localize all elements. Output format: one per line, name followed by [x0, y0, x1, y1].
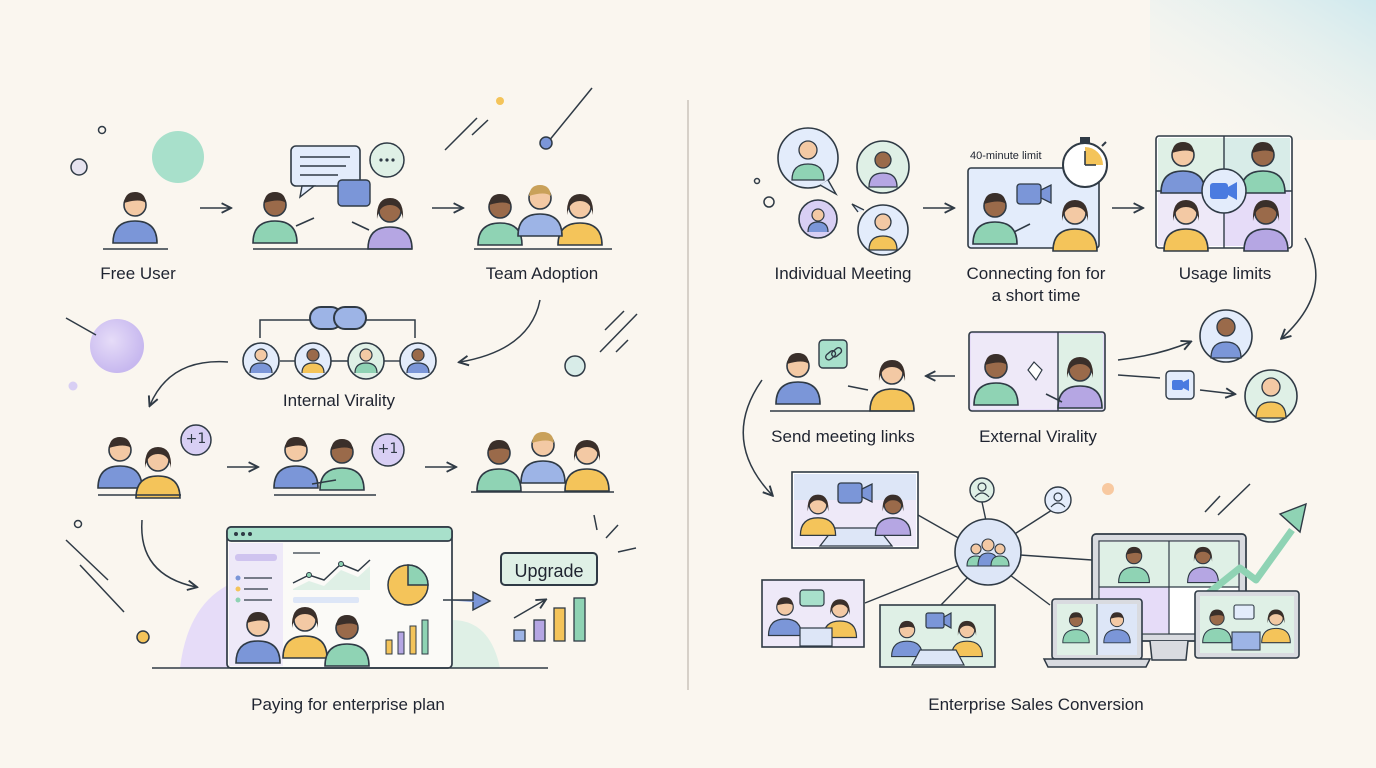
arrow-invites-to-paying	[141, 519, 196, 587]
label-team-adoption: Team Adoption	[485, 264, 599, 283]
arrow-to-upgrade	[443, 590, 492, 612]
free-user-figure	[103, 191, 168, 250]
laptop-figure	[1042, 598, 1152, 668]
label-send-meeting-links: Send meeting links	[771, 427, 915, 446]
enterprise-network-figure	[864, 501, 1093, 607]
network-node-1	[969, 477, 995, 503]
label-40-minute-limit: 40-minute limit	[970, 150, 1042, 162]
external-virality-figure	[968, 331, 1106, 412]
camera-badge-icon	[1165, 370, 1195, 400]
chatting-pair-figure	[252, 142, 413, 250]
usage-limits-figure	[1155, 135, 1293, 252]
label-internal-virality: Internal Virality	[282, 391, 396, 410]
arrow-limits-to-external	[1282, 237, 1317, 338]
avatar-1	[242, 342, 280, 380]
label-connecting-line2: a short time	[991, 286, 1081, 305]
upgrade-button[interactable]: Upgrade	[500, 552, 598, 586]
growth-arrowhead	[1278, 502, 1307, 534]
label-individual-meeting: Individual Meeting	[774, 264, 912, 283]
grown-team-figure	[471, 431, 614, 493]
arrow-team-to-virality	[460, 299, 541, 362]
conference-room-top	[791, 471, 919, 549]
arrow-virality-to-invites	[150, 360, 229, 405]
avatar-4	[399, 342, 437, 380]
label-paying-enterprise: Paying for enterprise plan	[251, 695, 445, 714]
label-connecting-line1: Connecting fon for	[966, 264, 1106, 283]
plus-one-badge-a: +1	[185, 431, 207, 447]
arrow-external-to-avatar-top	[1117, 342, 1190, 361]
invite-handshake-figure	[273, 433, 405, 496]
external-avatar-top	[1199, 309, 1253, 363]
internal-virality-figure	[259, 306, 416, 362]
conference-room-center	[879, 604, 996, 668]
avatar-2	[294, 342, 332, 380]
growth-bars-figure	[513, 597, 586, 642]
arrow-links-to-enterprise	[742, 379, 772, 495]
growth-arrow	[1197, 527, 1295, 603]
corner-glow	[1150, 0, 1376, 140]
network-node-2	[1044, 486, 1072, 514]
left-decorations	[65, 87, 638, 644]
label-enterprise-sales: Enterprise Sales Conversion	[928, 695, 1144, 714]
network-hub-icon	[954, 518, 1022, 586]
individual-meeting-figure	[777, 127, 910, 256]
dashboard-figure	[152, 526, 548, 669]
send-links-figure	[770, 339, 915, 412]
right-decorations	[753, 177, 1251, 516]
label-usage-limits: Usage limits	[1178, 264, 1272, 283]
external-avatar-bottom	[1244, 369, 1298, 423]
team-adoption-figure	[474, 184, 612, 250]
plus-one-badge-b: +1	[377, 441, 399, 457]
tablet-figure	[1194, 590, 1300, 659]
avatar-3	[347, 342, 385, 380]
conference-room-left	[761, 579, 865, 648]
invite-pair-figure	[97, 424, 212, 499]
label-external-virality: External Virality	[979, 427, 1097, 446]
label-free-user: Free User	[100, 264, 176, 283]
line-external-to-camera	[1117, 374, 1161, 379]
connecting-video-figure	[967, 137, 1108, 252]
arrow-camera-to-avatar-bottom	[1199, 390, 1234, 394]
